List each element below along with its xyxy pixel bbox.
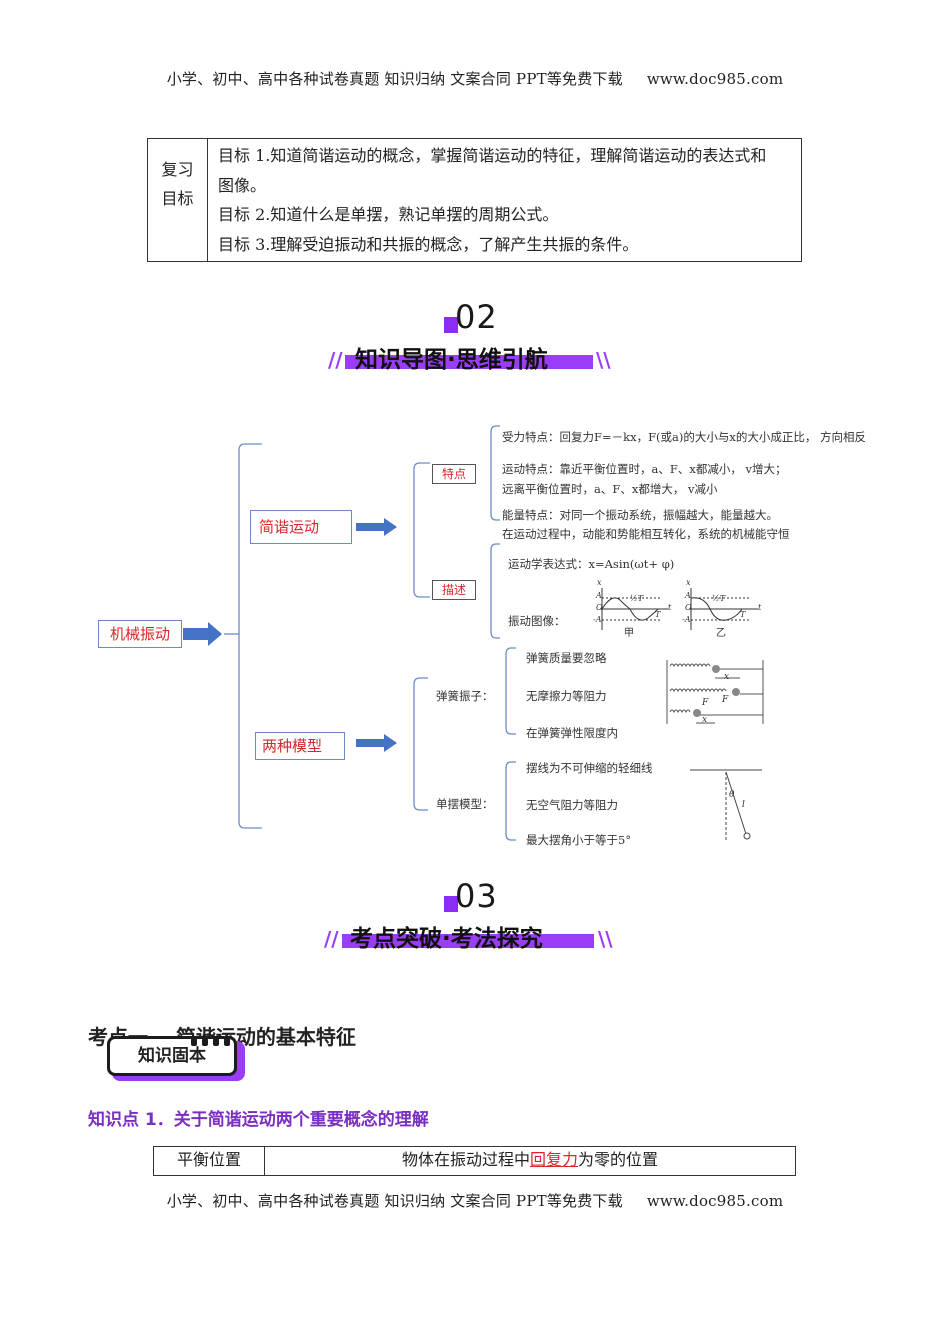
graph-jia-axis-O: O [596,603,603,612]
node-mechanical-vibration: 机械振动 [98,620,182,648]
section2-title-bar [345,355,593,369]
section3-right-slash-icon: \\ [598,927,613,951]
spring-oscillator-label: 弹簧振子： [436,689,494,703]
graph-jia-axis-t: t [668,603,672,612]
mind-map-lines [183,425,764,841]
node-two-models: 两种模型 [255,732,345,760]
spring-force-label-2: F [702,698,709,708]
pendulum-condition-3: 最大摆角小于等于5° [526,833,632,847]
page-header: 小学、初中、高中各种试卷真题 知识归纳 文案合同 PPT等免费下载 www.doc… [0,68,950,89]
section3-title: 考点突破·考法探究 [350,926,543,952]
goals-label-line1: 复习 [161,160,194,179]
goal-1: 目标 1.知道简谐运动的概念，掌握简谐运动的特征，理解简谐运动的表达式和 [218,146,767,165]
spring-x-label-2: x [702,715,708,725]
graph-yi-icon [689,588,758,630]
spring-force-label-1: F [722,695,729,705]
pendulum-condition-1: 摆线为不可伸缩的轻细线 [526,761,653,775]
graph-yi-half-T: ½T [712,594,726,603]
graph-yi-axis-O: O [685,603,692,612]
vibration-graph-label: 振动图像： [508,614,566,628]
review-goals-table: 复习 目标 目标 1.知道简谐运动的概念，掌握简谐运动的特征，理解简谐运动的表达… [147,138,802,262]
tag-describe: 描述 [432,580,476,600]
pendulum-label: 单摆模型： [436,797,494,811]
definition-suffix: 为零的位置 [578,1150,659,1169]
node-simple-harmonic: 简谐运动 [250,510,352,544]
motion-feature-1: 运动特点：靠近平衡位置时，a、F、x都减小， v增大； [502,462,787,476]
footer-text: 小学、初中、高中各种试卷真题 知识归纳 文案合同 PPT等免费下载 [166,1192,623,1210]
graph-yi-axis-x: x [686,578,691,587]
concept-table: 平衡位置 物体在振动过程中回复力为零的位置 [153,1146,796,1176]
concept-definition: 物体在振动过程中回复力为零的位置 [265,1147,795,1175]
badge-ring-icon [190,1031,234,1046]
goal-3: 目标 3.理解受迫振动和共振的概念，了解产生共振的条件。 [218,234,639,254]
graph-jia-half-T: ½T [630,594,644,603]
spring-condition-2: 无摩擦力等阻力 [526,689,607,703]
section3-number-mark [444,896,458,912]
graph-yi-axis-negA: -A [682,615,691,624]
force-feature: 受力特点：回复力F=－kx，F(或a)的大小与x的大小成正比， 方向相反 [502,430,867,444]
pendulum-theta: θ [729,790,735,800]
graph-jia-axis-x: x [597,578,602,587]
goals-label: 复习 目标 [148,139,208,261]
header-text: 小学、初中、高中各种试卷真题 知识归纳 文案合同 PPT等免费下载 [166,70,623,88]
section2-left-slash-icon: // [328,348,343,372]
kinematic-expression: 运动学表达式：x=Asin(ωt+ φ) [508,557,675,571]
goal-2: 目标 2.知道什么是单摆，熟记单摆的周期公式。 [218,205,559,224]
section3-title-bar [342,934,594,948]
page-footer: 小学、初中、高中各种试卷真题 知识归纳 文案合同 PPT等免费下载 www.doc… [0,1190,950,1211]
motion-feature-2: 远离平衡位置时，a、F、x都增大， v减小 [502,482,718,496]
section2-title: 知识导图·思维引航 [355,347,548,373]
graph-jia-axis-T: T [655,610,661,619]
concept-term: 平衡位置 [154,1147,265,1175]
section2-right-slash-icon: \\ [596,348,611,372]
graph-yi-label: 乙 [716,628,726,639]
graph-yi-axis-A: A [685,591,691,600]
spring-balls-icon [693,665,740,717]
knowledge-point-title: 知识点 1．关于简谐运动两个重要概念的理解 [88,1110,429,1130]
section3-left-slash-icon: // [324,927,339,951]
mind-map: 机械振动 简谐运动 两种模型 特点 描述 受力特点：回复力F=－kx，F(或a)… [0,410,950,850]
definition-prefix: 物体在振动过程中 [401,1150,530,1169]
footer-site: www.doc985.com [646,1192,784,1210]
energy-feature-2: 在运动过程中，动能和势能相互转化，系统的机械能守恒 [502,527,790,541]
header-site: www.doc985.com [646,70,784,88]
spring-condition-3: 在弹簧弹性限度内 [526,726,618,740]
spring-x-label-1: x [724,672,730,682]
graph-yi-axis-t: t [758,603,762,612]
goals-label-line2: 目标 [161,189,194,208]
pendulum-icon [690,769,762,840]
section2-number: 02 [455,298,498,336]
goals-text: 目标 1.知道简谐运动的概念，掌握简谐运动的特征，理解简谐运动的表达式和 图像。… [218,141,798,259]
graph-jia-label: 甲 [624,628,634,639]
definition-highlight: 回复力 [529,1150,578,1169]
tag-feature: 特点 [432,464,476,484]
pendulum-condition-2: 无空气阻力等阻力 [526,798,618,812]
graph-jia-icon [600,588,668,630]
spring-condition-1: 弹簧质量要忽略 [526,651,607,665]
section3-number: 03 [455,877,498,915]
graph-yi-axis-T: T [740,610,746,619]
graph-jia-axis-A: A [596,591,602,600]
section2-number-mark [444,317,458,333]
spring-models-icon [666,660,764,724]
pendulum-length: l [742,800,745,810]
energy-feature-1: 能量特点：对同一个振动系统，振幅越大，能量越大。 [502,508,778,522]
goal-1-cont: 图像。 [218,175,267,195]
graph-jia-axis-negA: -A [593,615,602,624]
